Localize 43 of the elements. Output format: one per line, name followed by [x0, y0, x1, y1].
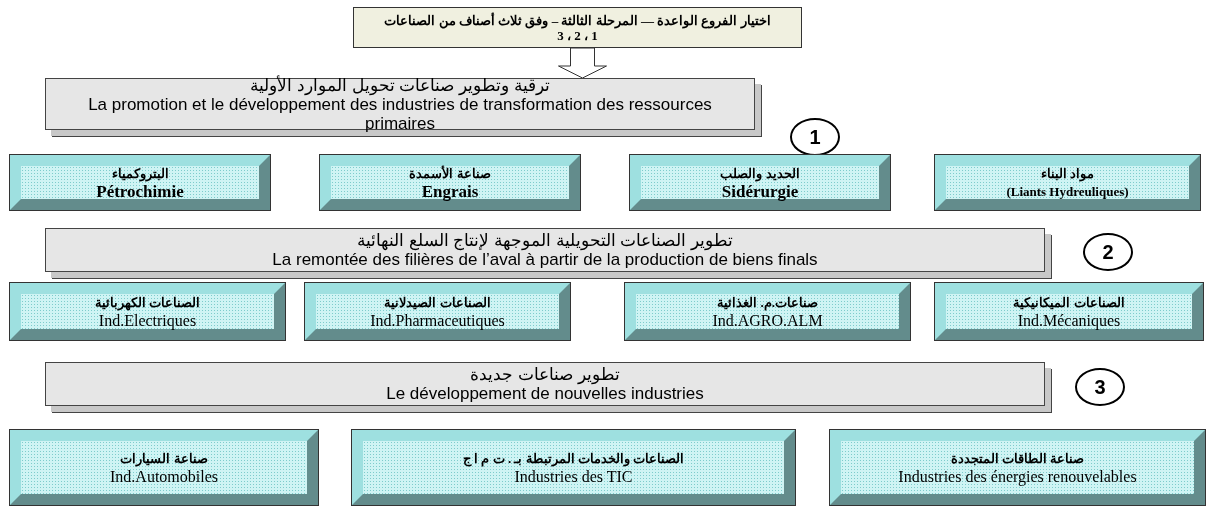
french-label: Le développement de nouvelles industries — [386, 384, 704, 403]
number-circle: 2 — [1083, 233, 1133, 271]
category-box — [625, 283, 910, 340]
french-label: Industries des TIC — [514, 467, 633, 486]
arabic-label: تطوير صناعات جديدة — [470, 365, 620, 384]
category-box — [10, 283, 285, 340]
arabic-label: صناعة السيارات — [120, 449, 208, 468]
french-label: (Liants Hydreuliques) — [1006, 182, 1129, 201]
block-arrow — [558, 47, 607, 79]
number-circle: 3 — [1075, 368, 1125, 406]
french-label: La remontée des filières de l’aval à partir de la production de biens finals — [272, 250, 818, 269]
category-box — [10, 430, 318, 505]
french-label: Ind.Electriques — [98, 311, 197, 330]
category-box — [10, 155, 270, 210]
arabic-label: الصناعات الكهربائية — [94, 293, 201, 312]
arabic-label: تطوير الصناعات التحويلية الموجهة لإنتاج السلع النهائية — [356, 231, 734, 250]
category-box — [830, 430, 1205, 505]
category-box — [935, 155, 1200, 210]
arabic-label: صناعة الأسمدة — [409, 164, 491, 183]
french-label: Sidérurgie — [721, 182, 799, 201]
arabic-label: ترقية وتطوير صناعات تحويل الموارد الأولية — [250, 75, 550, 95]
french-label: La promotion et le développement des industries de transformation des ressources primaires — [87, 94, 713, 133]
category-box — [352, 430, 795, 505]
arabic-label: صناعات.م. الغذائية — [717, 293, 818, 312]
arabic-label: الحديد والصلب — [720, 164, 800, 183]
arabic-label: مواد البناء — [1040, 164, 1095, 183]
arabic-label: الصناعات والخدمات المرتبطة بـ . ت م ا ج — [462, 449, 685, 468]
french-label: Ind.Mécaniques — [1017, 311, 1121, 330]
french-label: Pétrochimie — [96, 182, 184, 201]
arabic-label: البتروكمياء — [111, 164, 169, 183]
french-label: Ind.AGRO.ALM — [712, 311, 823, 330]
category-box — [320, 155, 580, 210]
arabic-label: الصناعات الصيدلانية — [384, 293, 491, 312]
french-label: Engrais — [421, 182, 479, 201]
french-label: Industries des énergies renouvelables — [898, 467, 1137, 486]
category-box — [935, 283, 1203, 340]
french-label: Ind.Automobiles — [110, 467, 218, 486]
header-box: اختيار الفروع الواعدة — المرحلة الثالثة – وفق ثلاث أصناف من الصناعات 1 ، 2 ، 3 — [353, 7, 802, 48]
category-box — [630, 155, 890, 210]
arabic-label: صناعة الطاقات المتجددة — [950, 449, 1085, 468]
arabic-label: الصناعات الميكانيكية — [1013, 293, 1125, 312]
category-box — [305, 283, 570, 340]
french-label: Ind.Pharmaceutiques — [370, 311, 505, 330]
